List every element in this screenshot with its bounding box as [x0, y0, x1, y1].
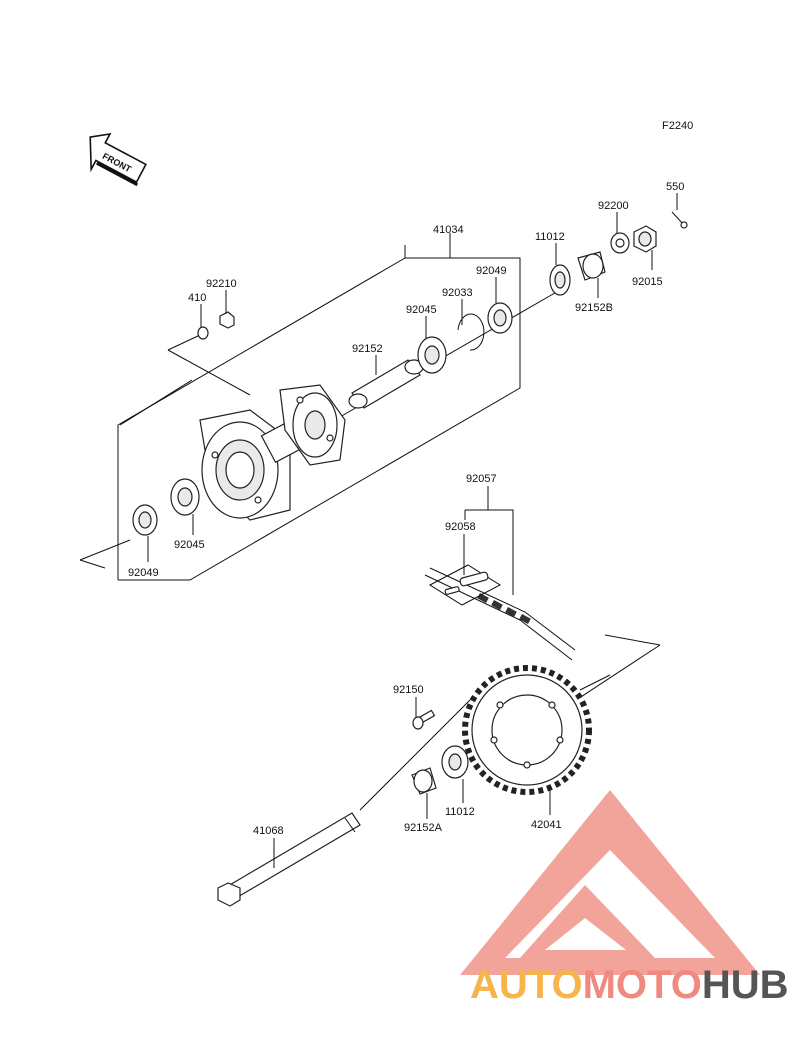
- rear-hub: [199, 384, 346, 521]
- label-550: 550: [666, 181, 684, 193]
- label-92057: 92057: [466, 473, 497, 485]
- rear-axle-41068: [217, 812, 361, 907]
- label-92152: 92152: [352, 343, 383, 355]
- label-92015: 92015: [632, 276, 663, 288]
- seal-92049-top: [487, 302, 513, 334]
- drive-chain: [424, 564, 576, 661]
- label-92200: 92200: [598, 200, 629, 212]
- label-92049-top: 92049: [476, 265, 507, 277]
- label-92045-top: 92045: [406, 304, 437, 316]
- front-arrow: FRONT: [89, 132, 147, 187]
- axle-centerline-bottom: [359, 699, 471, 811]
- label-92152B: 92152B: [575, 302, 613, 314]
- label-11012-bottom: 11012: [445, 806, 475, 818]
- label-11012-top: 11012: [535, 231, 565, 243]
- bearing-92045-bottom: [170, 478, 200, 516]
- label-92152A: 92152A: [404, 822, 443, 834]
- label-92033: 92033: [442, 287, 473, 299]
- watermark-logo: [460, 790, 760, 975]
- washer-92200: [610, 232, 630, 254]
- label-92210: 92210: [206, 278, 237, 290]
- collar-92152A: [411, 767, 437, 795]
- figure-code: F2240: [662, 120, 693, 132]
- label-41034: 41034: [433, 224, 464, 236]
- watermark-part-3: HUB: [702, 963, 789, 1007]
- label-92150: 92150: [393, 684, 424, 696]
- seal-92049-bottom: [132, 504, 158, 536]
- bolt-92150: [412, 709, 436, 730]
- spacer-tube-92152: [348, 359, 424, 409]
- nut-92015: [633, 225, 657, 253]
- watermark-part-1: AUTO: [470, 963, 583, 1007]
- nut-92210: [219, 311, 235, 329]
- collar-11012-bottom: [441, 745, 469, 779]
- label-92049-bottom: 92049: [128, 567, 159, 579]
- label-92058: 92058: [445, 521, 476, 533]
- bearing-92045-top: [417, 336, 447, 374]
- collar-11012-top: [549, 264, 571, 296]
- watermark-part-2: MOTO: [583, 963, 702, 1007]
- rear-sprocket: [462, 665, 592, 795]
- label-92045-bottom: 92045: [174, 539, 205, 551]
- collar-92152B: [577, 251, 606, 281]
- washer-410: [197, 326, 209, 340]
- hub-assembly-outline: [79, 245, 521, 581]
- cotter-pin-550: [671, 211, 688, 229]
- label-41068: 41068: [253, 825, 284, 837]
- label-42041: 42041: [531, 819, 562, 831]
- watermark-text: AUTOMOTOHUB: [470, 963, 789, 1007]
- label-410: 410: [188, 292, 206, 304]
